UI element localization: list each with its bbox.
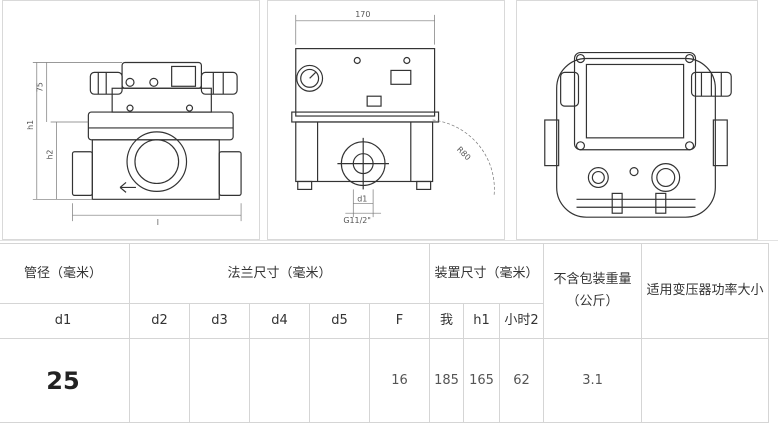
cell-d4 bbox=[249, 338, 310, 423]
subheader-d5: d5 bbox=[309, 303, 370, 339]
dim-75: 75 bbox=[36, 82, 45, 92]
technical-drawings: 75 h1 h2 l bbox=[2, 0, 758, 240]
dim-170: 170 bbox=[355, 10, 370, 19]
cell-wo: 185 bbox=[429, 338, 465, 423]
header-weight: 不含包装重量（公斤） bbox=[543, 243, 643, 339]
top-view-drawing bbox=[516, 0, 758, 240]
header-pipe-diameter: 管径（毫米） bbox=[0, 243, 130, 304]
dim-r80: R80 bbox=[455, 145, 472, 162]
subheader-d4: d4 bbox=[249, 303, 310, 339]
divider bbox=[0, 240, 778, 241]
dim-d1: d1 bbox=[357, 194, 367, 203]
subheader-h1: h1 bbox=[463, 303, 501, 339]
subheader-d3: d3 bbox=[189, 303, 250, 339]
cell-d5 bbox=[309, 338, 370, 423]
header-transformer-power: 适用变压器功率大小 bbox=[641, 243, 770, 339]
spec-table: 管径（毫米） 法兰尺寸（毫米） 装置尺寸（毫米） 不含包装重量（公斤） 适用变压… bbox=[0, 243, 770, 423]
cell-d3 bbox=[189, 338, 250, 423]
dim-h1: h1 bbox=[26, 120, 35, 130]
cell-h2: 62 bbox=[499, 338, 545, 423]
cell-d2 bbox=[129, 338, 190, 423]
header-row: 管径（毫米） 法兰尺寸（毫米） 装置尺寸（毫米） 不含包装重量（公斤） 适用变压… bbox=[0, 243, 770, 339]
cell-d1: 25 bbox=[0, 338, 130, 423]
header-flange-size: 法兰尺寸（毫米） bbox=[128, 243, 431, 304]
dim-g: G11/2" bbox=[343, 216, 371, 225]
subheader-wo: 我 bbox=[429, 303, 465, 339]
cell-power bbox=[641, 338, 770, 423]
cell-h1: 165 bbox=[463, 338, 501, 423]
header-install-size: 装置尺寸（毫米） bbox=[429, 243, 545, 304]
subheader-d2: d2 bbox=[129, 303, 190, 339]
cell-f: 16 bbox=[368, 338, 431, 423]
subheader-row: d1 d2 d3 d4 d5 F 我 h1 小时2 bbox=[0, 303, 769, 339]
subheader-d1: d1 bbox=[0, 303, 130, 339]
front-view-drawing: 75 h1 h2 l bbox=[2, 0, 260, 240]
table-row: 25 16 185 165 62 3.1 bbox=[0, 338, 770, 423]
side-view-drawing: 170 R80 d1 G11/2" bbox=[267, 0, 505, 240]
subheader-f: F bbox=[368, 303, 431, 339]
cell-weight: 3.1 bbox=[543, 338, 643, 423]
dim-l: l bbox=[157, 218, 159, 227]
subheader-h2: 小时2 bbox=[499, 303, 545, 339]
dim-h2: h2 bbox=[46, 150, 55, 160]
